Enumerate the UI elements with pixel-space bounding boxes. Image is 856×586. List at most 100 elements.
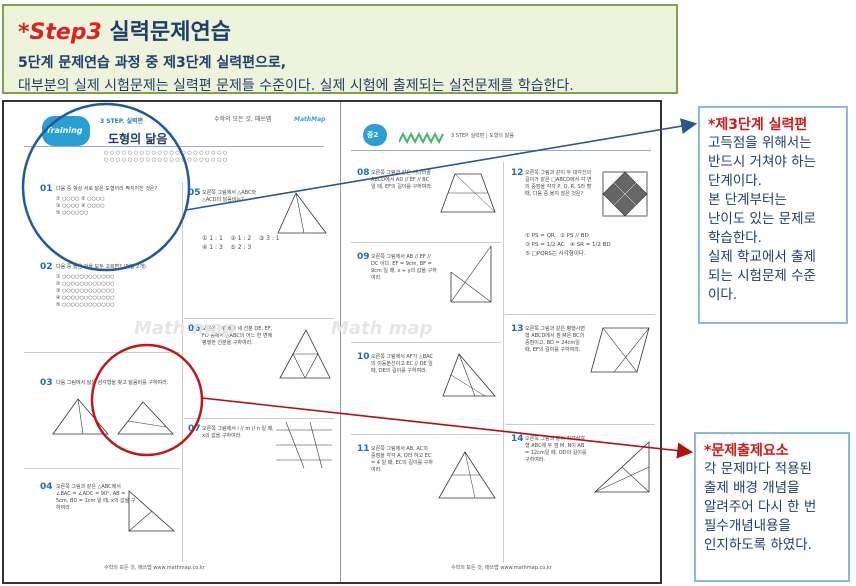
header-banner: *Step3 실력문제연습 5단계 문제연습 과정 중 제3단계 실력편으로, … xyxy=(2,4,678,94)
callout-line: 학습한다. xyxy=(708,230,762,246)
question-text: 오른쪽 그림과 같이 직각삼각형 ABC에 두 점 M, N이 AB = 12c… xyxy=(525,436,587,463)
triangle-figure xyxy=(277,192,327,234)
triangle-figure xyxy=(450,245,492,303)
callout-line: 난이도 있는 문제로 xyxy=(708,211,816,227)
question-text: 오른쪽 그림에서 AF가 △BAC의 이등분선이고 EC // DE 일 때, … xyxy=(371,354,433,374)
option: ④ SR = 1/2 BD xyxy=(569,242,611,248)
option: ② PS // BD xyxy=(560,233,589,239)
parallelogram-figure xyxy=(590,327,650,373)
banner-title: *Step3 실력문제연습 xyxy=(18,14,231,46)
question-number: 13 xyxy=(511,324,524,334)
row-divider-2 xyxy=(184,418,334,419)
left-page: Training 3 STEP. 실력편 도형의 닮음 수학의 모든 것, 매쓰… xyxy=(4,102,340,582)
row-divider xyxy=(351,342,501,343)
row-divider-3 xyxy=(24,352,180,353)
option: ③ PS = 1/2 AC xyxy=(525,242,565,248)
header-rule xyxy=(351,150,651,151)
question-number: 01 xyxy=(40,184,53,194)
callout-heading: *문제출제요소 xyxy=(704,443,789,459)
highlight-circle-red xyxy=(90,343,204,457)
left-header-right: 수학의 모든 것, 매쓰맵 xyxy=(214,116,272,123)
left-footer: 수학의 모든 것, 매쓰맵 www.mathmap.co.kr xyxy=(104,565,205,571)
callout-line: 되는 시험문제 수준 xyxy=(708,268,816,284)
question-options: ① ○○○○○○○○○○○○② ○○○○○○○○○○○○③ ○○○○○○○○○○… xyxy=(56,274,115,308)
parallel-lines-figure xyxy=(276,421,332,469)
callout-line: 인지하도록 하였다. xyxy=(704,537,812,553)
callout-line: 본 단계부터는 xyxy=(708,192,787,208)
textbook-spread-image: Training 3 STEP. 실력편 도형의 닮음 수학의 모든 것, 매쓰… xyxy=(2,100,662,584)
row-divider-1 xyxy=(184,318,334,319)
question-text: 오른쪽 그림에서 세 선분 DE, EF, FD 중에서 △ABC의 어느 한 … xyxy=(202,326,273,346)
column-divider xyxy=(182,182,183,562)
triangle-figure xyxy=(279,329,331,379)
callout-line: 이다. xyxy=(708,287,738,303)
title-step: Step3 xyxy=(29,20,102,45)
header-rule xyxy=(24,146,324,147)
column-divider xyxy=(503,162,504,562)
callout-heading: *제3단계 실력편 xyxy=(708,117,808,133)
triangle-figure xyxy=(52,398,174,435)
question-text: 다음 그림에서 닮은 삼각형을 찾고 닮음비를 구하여라. xyxy=(56,380,169,386)
grade-badge: 중2 xyxy=(363,124,387,146)
question-number: 03 xyxy=(40,378,53,388)
question-number: 06 xyxy=(188,324,201,334)
grade-badge-label: 중2 xyxy=(367,131,379,139)
callout-line: 단계이다. xyxy=(708,173,762,189)
question-options: ① ○○○○ ② ○○○○③ ○○○○ ④ ○○○○⑤ ○○○○○○ xyxy=(56,196,105,216)
question-text: 오른쪽 그림과 같은 △ABC에서 ∠BAC = ∠ADC = 90°, AB … xyxy=(56,484,136,511)
right-footer: 수학의 모든 것, 매쓰맵 www.mathmap.co.kr xyxy=(451,565,552,571)
question-text: 오른쪽 그림과 같이 두 대각선의 길이가 같은 □ABCD에서 각 변의 중점… xyxy=(525,170,592,197)
question-text: 다음 중 옳은 것을 모두 고르면? (정답 2개) xyxy=(56,264,146,270)
quadrilateral-figure xyxy=(602,171,648,217)
callout-body: 고득점을 위해서는 반드시 거쳐야 하는 단계이다. 본 단계부터는 난이도 있… xyxy=(708,134,838,305)
callout-line: 실제 학교에서 출제 xyxy=(708,249,816,265)
title-star: * xyxy=(18,20,30,45)
unit-title: 도형의 닮음 xyxy=(108,132,168,146)
watermark: Math map xyxy=(134,318,236,339)
question-text: 오른쪽 그림에서 AB, AC의 중점을 각각 A, Q라 하고 EC = 4 … xyxy=(371,446,433,473)
step-label: 3 STEP. 실력편 xyxy=(100,118,144,125)
right-step-label: 3 STEP. 실력편 | 도형의 닮음 xyxy=(451,133,514,139)
option: ① PS = QR xyxy=(525,233,555,239)
callout-line: 반드시 거쳐야 하는 xyxy=(708,154,816,170)
option: ① 1 : 1 xyxy=(202,235,223,242)
callout-line: 각 문제마다 적용된 xyxy=(704,461,812,477)
right-page: 중2 3 STEP. 실력편 | 도형의 닮음 08 오른쪽 그림과 같은 사다… xyxy=(331,102,660,582)
row-divider xyxy=(505,424,655,425)
row-divider-4 xyxy=(24,468,180,469)
question-text: 오른쪽 그림과 같은 평행사변형 ABCD에서 점 M은 BC의 중점이고, B… xyxy=(525,326,585,353)
banner-line-1: 5단계 문제연습 과정 중 제3단계 실력편으로, xyxy=(18,55,287,71)
triangle-figure xyxy=(442,353,496,397)
question-text: 오른쪽 그림에서 △ABC와 △ACD의 닮음비는? xyxy=(202,190,257,203)
question-number: 12 xyxy=(511,168,524,178)
trapezoid-figure xyxy=(440,173,496,213)
callout-line: 출제 배경 개념을 xyxy=(704,480,800,496)
question-text: 오른쪽 그림에서 l // m // n 일 때, x의 값을 구하여라. xyxy=(202,426,274,439)
option: ③ 3 : 1 xyxy=(258,235,280,242)
question-text: 다음 중 항상 서로 닮은 도형끼리 짝지어진 것은? xyxy=(56,186,158,192)
highlight-circle-blue xyxy=(21,102,191,272)
options-12: ① PS = QR ② PS // BD ③ PS = 1/2 AC ④ SR … xyxy=(525,232,645,259)
question-number: 02 xyxy=(40,262,53,272)
callout-exam-elements: *문제출제요소 각 문제마다 적용된 출제 배경 개념을 알려주어 다시 한 번… xyxy=(694,432,850,582)
option: ⑤ □PQRS는 사각형이다. xyxy=(525,251,586,257)
callout-step3-level: *제3단계 실력편 고득점을 위해서는 반드시 거쳐야 하는 단계이다. 본 단… xyxy=(698,106,848,324)
question-number: 05 xyxy=(188,188,201,198)
callout-body: 각 문제마다 적용된 출제 배경 개념을 알려주어 다시 한 번 필수개념내용을… xyxy=(704,460,840,555)
question-number: 08 xyxy=(357,168,370,178)
question-text: 오른쪽 그림에서 AB // EF // DC 이다. EF = 9cm, BF… xyxy=(371,254,437,281)
right-triangle-figure xyxy=(128,490,176,532)
question-number: 14 xyxy=(511,434,524,444)
meta-line-2: ○ ○ ○ ○ ○ ○ ○ ○ ○ ○ ○ ○ ○ ○ ○ ○ ○ ○ ○ ○ … xyxy=(104,157,228,163)
arrow-to-callout-1 xyxy=(185,118,698,211)
watermark: Math map xyxy=(331,318,433,339)
option: ② 1 : 2 xyxy=(230,235,252,242)
page-gutter xyxy=(340,102,341,582)
question-number: 04 xyxy=(40,482,53,492)
row-divider xyxy=(351,242,501,243)
row-divider xyxy=(351,434,501,435)
banner-line-2: 대부분의 실제 시험문제는 실력편 문제들 수준이다. 실제 시험에 출제되는 … xyxy=(18,78,574,94)
option: ⑤ 2 : 3 xyxy=(230,244,252,251)
triangle-figure xyxy=(438,451,496,499)
